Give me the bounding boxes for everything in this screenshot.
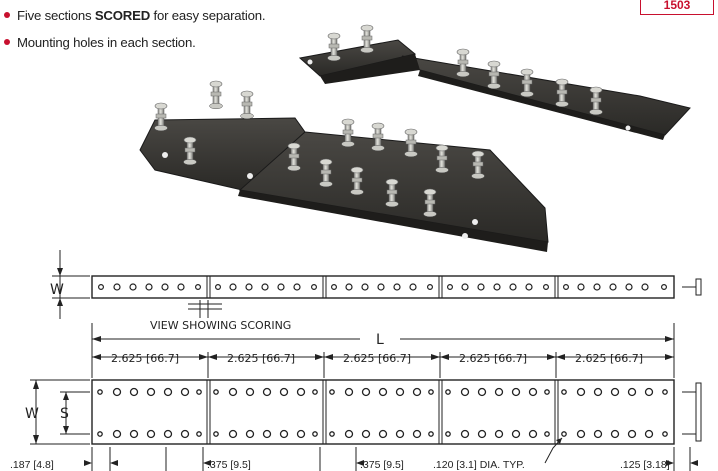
bullet-text: for easy separation. <box>150 8 266 23</box>
part-number-badge: 1503 <box>640 0 714 15</box>
bullet-text: Five sections <box>17 8 95 23</box>
bullet-dot-icon <box>4 12 10 18</box>
part-number: 1503 <box>663 0 691 12</box>
bullet-text: Mounting holes in each section. <box>17 35 196 50</box>
bullet-bold-text: SCORED <box>94 8 151 23</box>
terminal-strip-photo-bottom <box>139 80 549 252</box>
feature-bullet-scored: Five sections SCORED for easy separation… <box>4 8 266 23</box>
terminal-strip-photo-top <box>298 24 691 140</box>
feature-bullet-holes: Mounting holes in each section. <box>4 35 196 50</box>
bullet-dot-icon <box>4 39 10 45</box>
